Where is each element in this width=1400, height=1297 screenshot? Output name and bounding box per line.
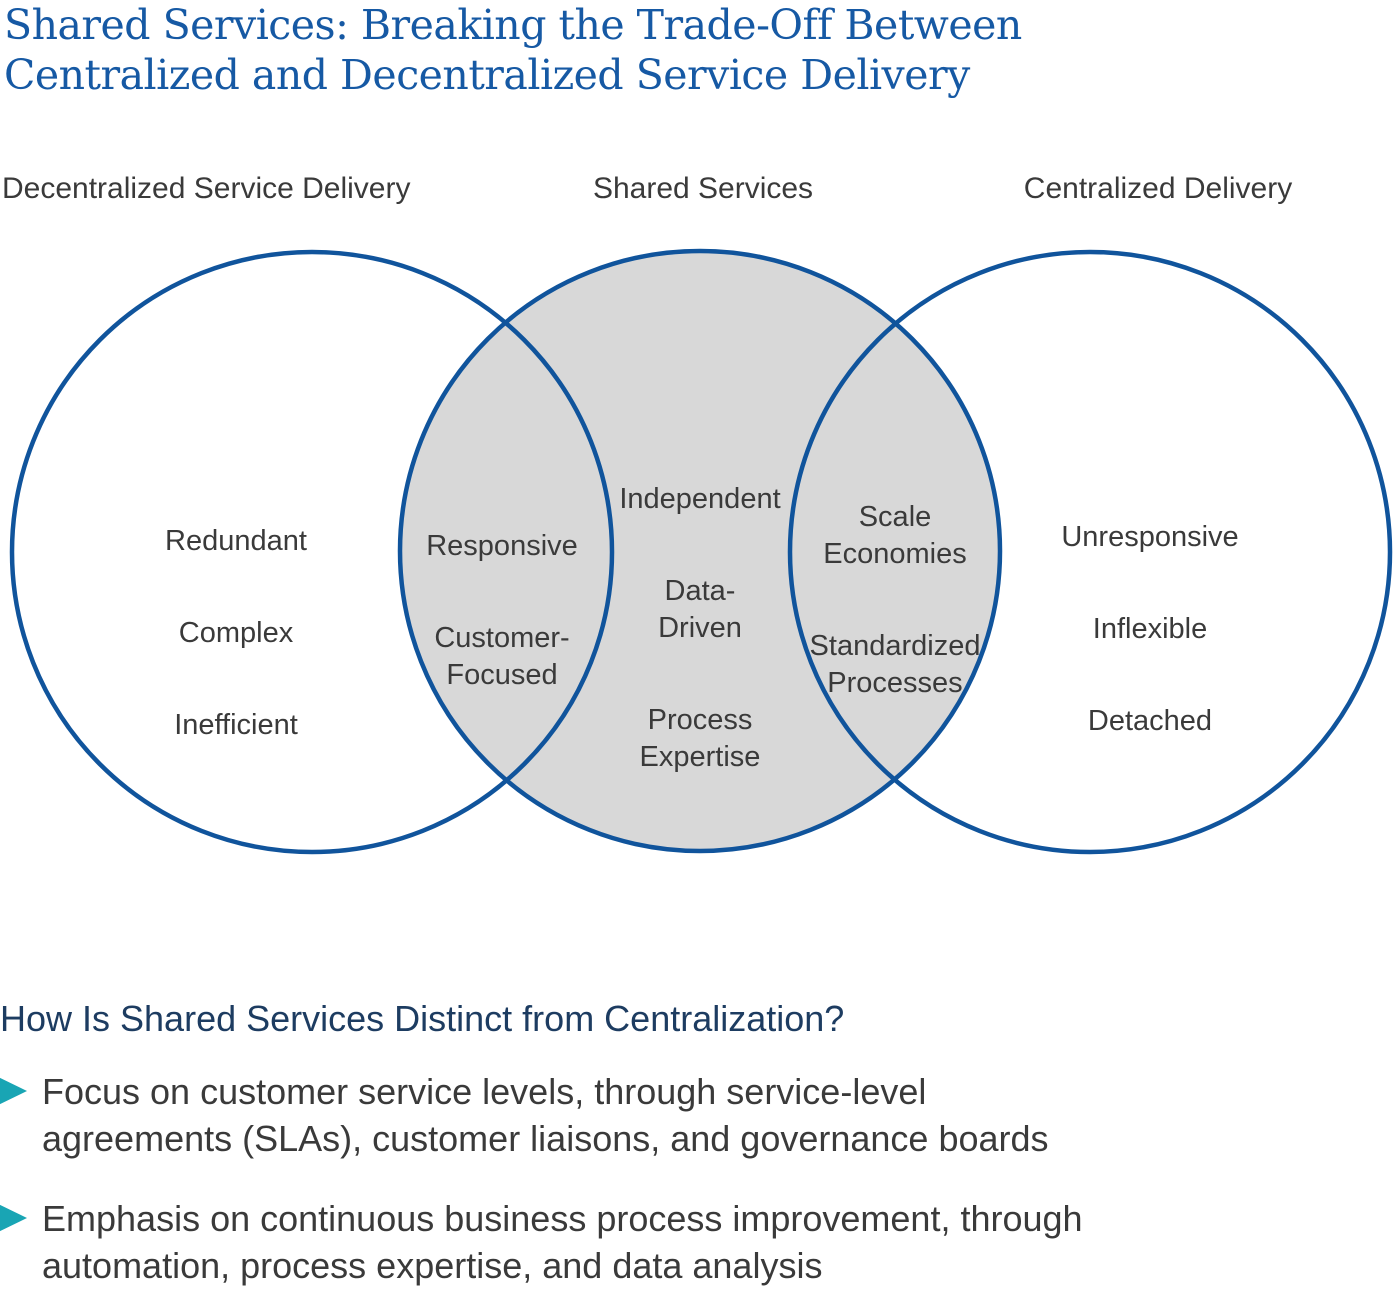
middle-circle-shape <box>397 248 1003 854</box>
bullet-item: Emphasis on continuous business process … <box>0 1195 1240 1289</box>
bullet-text: Focus on customer service levels, throug… <box>42 1071 1049 1159</box>
right-circle-item: Inflexible <box>1092 613 1208 645</box>
left-circle-item: Redundant <box>165 525 307 557</box>
label-decentralized-delivery: Decentralized Service Delivery <box>2 172 411 205</box>
left-overlap-item: Customer- Focused <box>434 622 570 691</box>
right-overlap-item: Scale Economies <box>823 501 967 570</box>
right-circle-item: Unresponsive <box>1061 521 1239 553</box>
label-shared-services: Shared Services <box>592 172 814 205</box>
middle-circle-item: Independent <box>619 483 781 515</box>
left-overlap-text: Responsive Customer- Focused <box>426 491 578 749</box>
bullet-list: Focus on customer service levels, throug… <box>0 1068 1240 1297</box>
page-title: Shared Services: Breaking the Trade-Off … <box>4 1 1022 99</box>
section-heading: How Is Shared Services Distinct from Cen… <box>0 998 845 1039</box>
bullet-text: Emphasis on continuous business process … <box>42 1198 1083 1286</box>
venn-diagram <box>9 248 1393 855</box>
right-circle-shape <box>787 249 1393 855</box>
left-overlap-item: Responsive <box>426 530 578 562</box>
right-circle-item: Detached <box>1087 705 1213 737</box>
label-centralized-delivery: Centralized Delivery <box>1023 172 1293 205</box>
right-overlap-text: Scale Economies Standardized Processes <box>810 462 981 757</box>
arrow-right-icon <box>0 1076 27 1106</box>
left-circle-item: Inefficient <box>174 709 298 741</box>
left-circle-shape <box>9 249 615 855</box>
bullet-item: Focus on customer service levels, throug… <box>0 1068 1240 1162</box>
right-circle-text: Unresponsive Inflexible Detached <box>1061 482 1238 795</box>
left-circle-item: Complex <box>178 617 294 649</box>
middle-circle-item: Data- Driven <box>658 575 742 644</box>
left-circle-text: Redundant Complex Inefficient <box>165 486 307 799</box>
arrow-right-icon <box>0 1203 27 1233</box>
middle-circle-item: Process Expertise <box>639 704 761 773</box>
right-overlap-item: Standardized Processes <box>809 630 981 699</box>
middle-circle-text: Independent Data- Driven Process Experti… <box>619 444 780 831</box>
